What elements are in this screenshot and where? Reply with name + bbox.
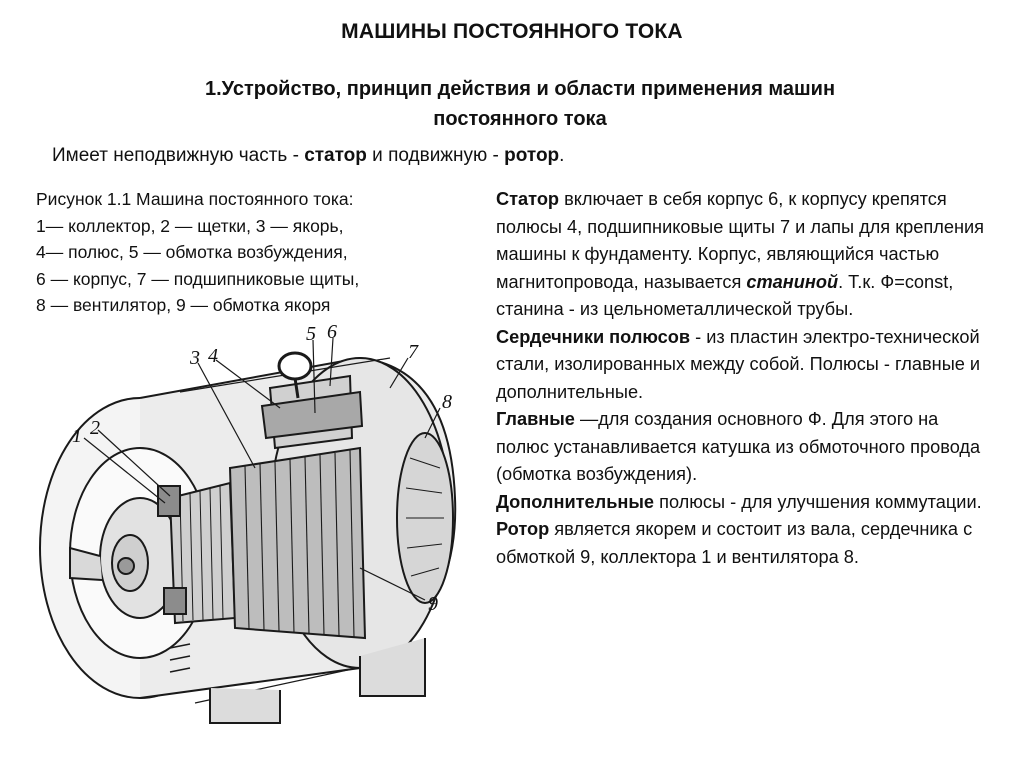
figure-label-7: 7 xyxy=(408,341,419,363)
dc-machine-illustration: 1 2 3 4 5 6 7 8 9 xyxy=(39,321,457,724)
caption-line: Рисунок 1.1 Машина постоянного тока: xyxy=(36,189,354,209)
section-heading-line-2: постоянного тока xyxy=(433,108,607,130)
caption-line: 8 — вентилятор, 9 — обмотка якоря xyxy=(36,295,331,315)
term-stanina: станиной xyxy=(746,271,839,292)
paragraph-text: включает в себя корпус 6, к корпусу креп… xyxy=(496,189,985,292)
term-main-poles: Главные xyxy=(496,409,575,429)
figure-label-4: 4 xyxy=(208,345,218,367)
intro-term-stator: статор xyxy=(304,145,367,166)
caption-line: 1— коллектор, 2 — щетки, 3 — якорь, xyxy=(36,215,344,236)
intro-text-2: и подвижную - xyxy=(366,145,505,166)
figure-caption: Рисунок 1.1 Машина постоянного тока: 1— … xyxy=(36,186,486,319)
figure-label-1: 1 xyxy=(72,425,82,447)
intro-text-1: Имеет неподвижную часть - xyxy=(52,145,305,166)
figure-label-8: 8 xyxy=(442,391,452,413)
section-heading-line-1: 1.Устройство, принцип действия и области… xyxy=(204,78,836,100)
paragraph-text: является якорем и состоит из вала, серде… xyxy=(496,519,973,567)
term-additional-poles: Дополнительные xyxy=(496,491,655,512)
paragraph-text: —для создания основного Ф. Для этого на … xyxy=(496,409,981,484)
figure-label-6: 6 xyxy=(327,321,337,343)
intro-term-rotor: ротор xyxy=(504,145,560,166)
paragraph-main-poles: Главные —для создания основного Ф. Для э… xyxy=(496,406,996,489)
caption-line: 6 — корпус, 7 — подшипниковые щиты, xyxy=(36,268,360,289)
description-column: Статор включает в себя корпус 6, к корпу… xyxy=(496,186,996,571)
section-heading: 1.Устройство, принцип действия и области… xyxy=(90,74,950,134)
paragraph-stator: Статор включает в себя корпус 6, к корпу… xyxy=(496,186,996,324)
intro-sentence: Имеет неподвижную часть - статор и подви… xyxy=(52,142,952,170)
dc-machine-drawing: 1 2 3 4 5 6 7 8 9 xyxy=(30,318,490,738)
figure-label-9: 9 xyxy=(428,593,438,615)
paragraph-additional-poles: Дополнительные полюсы - для улучшения ко… xyxy=(496,489,996,517)
paragraph-rotor: Ротор является якорем и состоит из вала,… xyxy=(496,516,996,571)
intro-text-3: . xyxy=(559,145,565,166)
figure-label-2: 2 xyxy=(90,417,100,439)
paragraph-text: - из пластин электро-технической стали, … xyxy=(496,326,981,402)
term-pole-cores: Сердечники полюсов xyxy=(496,326,691,347)
paragraph-text: . Т.к. Ф=const, станина - из цельнометал… xyxy=(496,271,954,320)
caption-line: 4— полюс, 5 — обмотка возбуждения, xyxy=(36,242,348,262)
paragraph-pole-cores: Сердечники полюсов - из пластин электро-… xyxy=(496,324,996,407)
term-rotor: Ротор xyxy=(496,519,550,539)
paragraph-text: полюсы - для улучшения коммутации. xyxy=(654,491,982,512)
figure-label-3: 3 xyxy=(189,347,200,369)
term-stator: Статор xyxy=(496,189,560,209)
page-title: МАШИНЫ ПОСТОЯННОГО ТОКА xyxy=(341,20,683,43)
figure-label-5: 5 xyxy=(306,323,316,345)
